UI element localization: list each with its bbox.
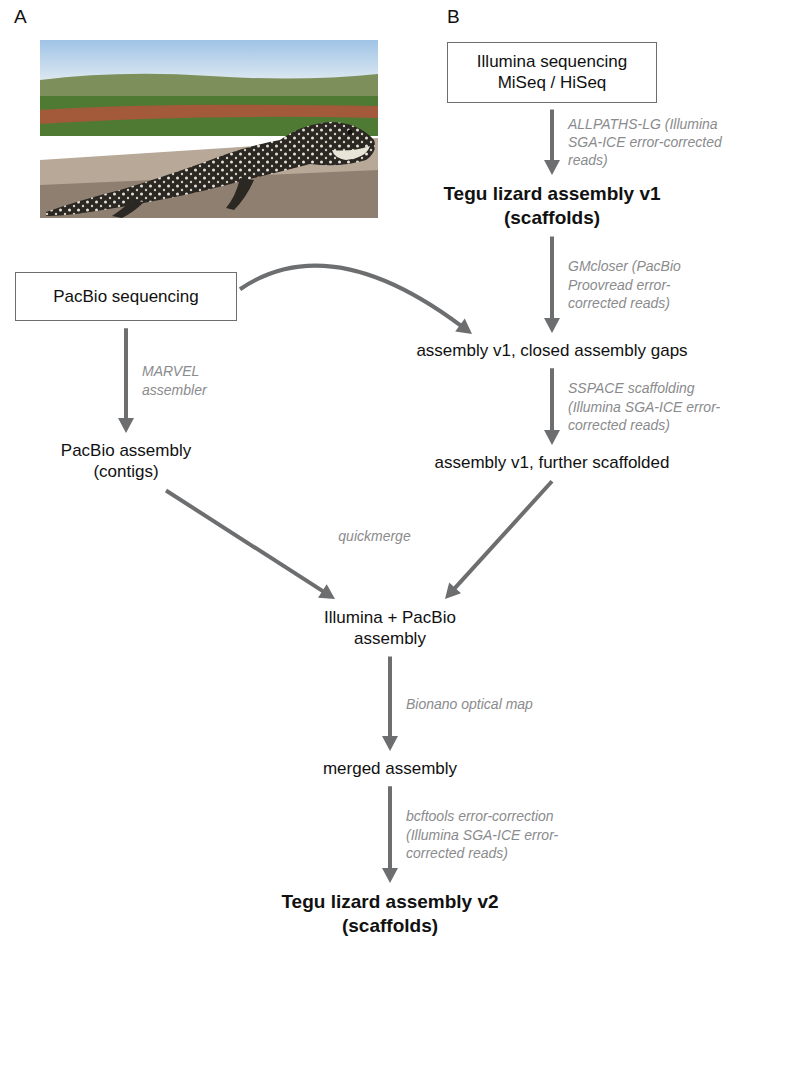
node-text: PacBio assembly (contigs) bbox=[51, 440, 201, 483]
node-text: assembly v1, further scaffolded bbox=[402, 452, 702, 473]
arrow-head bbox=[455, 319, 472, 334]
lizard-leg bbox=[112, 200, 144, 218]
lizard-jaw bbox=[332, 146, 370, 160]
connector-line bbox=[240, 266, 461, 326]
connector-line bbox=[550, 237, 554, 320]
node-text: Illumina + PacBio assembly bbox=[310, 607, 470, 650]
node-text: Tegu lizard assembly v2 (scaffolds) bbox=[265, 890, 515, 938]
connector bbox=[166, 491, 335, 600]
process-box: Illumina sequencing MiSeq / HiSeq bbox=[447, 42, 657, 103]
arrow-head bbox=[382, 868, 398, 883]
connector-line bbox=[454, 481, 552, 588]
hills bbox=[40, 74, 378, 98]
connector-line bbox=[550, 368, 554, 431]
lizard-eye bbox=[348, 130, 353, 135]
edge-label: GMcloser (PacBio Proovread error-correct… bbox=[568, 257, 728, 312]
process-box: PacBio sequencing bbox=[15, 272, 237, 321]
assembly-title: Tegu lizard assembly v1 (scaffolds) bbox=[427, 182, 677, 230]
node-text: assembly v1, closed assembly gaps bbox=[382, 340, 722, 361]
connector bbox=[382, 786, 398, 883]
panel-label: A bbox=[14, 6, 27, 28]
edge-label: bcftools error-correction (Illumina SGA-… bbox=[406, 807, 586, 862]
connector-line bbox=[388, 786, 392, 869]
stage-text: assembly v1, further scaffolded bbox=[402, 452, 702, 473]
connector-line bbox=[388, 657, 392, 738]
node-text: PacBio sequencing bbox=[24, 286, 228, 307]
connector-line bbox=[124, 328, 128, 419]
connector-line bbox=[166, 491, 323, 592]
arrow-head bbox=[445, 583, 461, 599]
connector-line bbox=[550, 110, 554, 162]
arrow-head bbox=[118, 418, 134, 433]
node-text: merged assembly bbox=[300, 758, 480, 779]
stage-text: merged assembly bbox=[300, 758, 480, 779]
edge-label: ALLPATHS-LG (Illumina SGA-ICE error-corr… bbox=[568, 115, 728, 170]
assembly-title: Tegu lizard assembly v2 (scaffolds) bbox=[265, 890, 515, 938]
arrow-head bbox=[544, 430, 560, 445]
arrow-head bbox=[544, 160, 560, 175]
arrow-head bbox=[318, 584, 335, 599]
edge-label: Bionano optical map bbox=[406, 695, 586, 713]
edge-label: MARVEL assembler bbox=[142, 362, 232, 398]
node-text: Tegu lizard assembly v1 (scaffolds) bbox=[427, 182, 677, 230]
connector bbox=[118, 328, 134, 433]
connector bbox=[544, 368, 560, 445]
lizard-leg bbox=[226, 178, 254, 210]
edge-label: SSPACE scaffolding (Illumina SGA-ICE err… bbox=[568, 379, 728, 434]
panel-label: B bbox=[447, 6, 460, 28]
connector bbox=[240, 266, 472, 334]
connector bbox=[382, 657, 398, 752]
connector bbox=[445, 481, 552, 599]
arrow-head bbox=[544, 318, 560, 333]
edge-label: quickmerge bbox=[338, 527, 410, 545]
stage-text: Illumina + PacBio assembly bbox=[310, 607, 470, 650]
red-soil bbox=[40, 105, 378, 124]
connector bbox=[544, 110, 560, 176]
node-text: Illumina sequencing MiSeq / HiSeq bbox=[456, 51, 648, 94]
stage-text: PacBio assembly (contigs) bbox=[51, 440, 201, 483]
lizard-photo bbox=[40, 40, 378, 218]
arrow-head bbox=[382, 736, 398, 751]
lizard-body bbox=[46, 122, 375, 216]
stage-text: assembly v1, closed assembly gaps bbox=[382, 340, 722, 361]
connector bbox=[544, 237, 560, 334]
